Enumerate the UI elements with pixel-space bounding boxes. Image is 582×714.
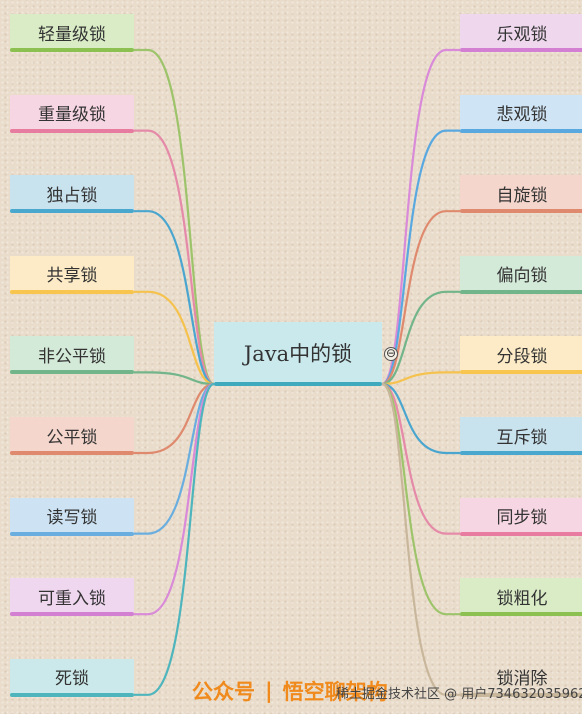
collapse-toggle-icon[interactable]: ⊖ — [384, 346, 398, 361]
branch-node-label: 读写锁 — [46, 508, 98, 529]
branch-node-label: 独占锁 — [46, 185, 98, 206]
credit-text: 稀土掘金技术社区 @ 用户734632035962 — [336, 687, 582, 702]
connector-left-2 — [134, 210, 215, 386]
branch-node-label: 同步锁 — [496, 508, 548, 529]
branch-node-label: 死锁 — [55, 669, 89, 690]
branch-node-label: 乐观锁 — [496, 24, 548, 45]
branch-node-left-4[interactable]: 非公平锁 — [10, 336, 134, 375]
branch-node-underline — [10, 451, 134, 455]
branch-node-right-2[interactable]: 自旋锁 — [460, 175, 582, 214]
watermark-separator: | — [265, 679, 273, 703]
connector-left-3 — [134, 290, 215, 386]
connector-left-8 — [134, 382, 215, 696]
branch-node-underline — [10, 531, 134, 536]
branch-node-label: 分段锁 — [496, 346, 548, 367]
central-topic-label: Java中的锁 — [243, 342, 353, 366]
branch-node-right-3[interactable]: 偏向锁 — [460, 255, 582, 294]
connector-left-6 — [134, 382, 215, 535]
branch-node-label: 锁消除 — [496, 669, 548, 690]
connector-right-3 — [381, 290, 460, 386]
branch-node-left-0[interactable]: 轻量级锁 — [10, 14, 134, 52]
connector-left-4 — [134, 371, 215, 386]
branch-node-underline — [460, 48, 582, 52]
connector-right-5 — [381, 382, 460, 455]
branch-node-underline — [10, 692, 134, 697]
branch-node-underline — [460, 209, 582, 214]
branch-node-left-6[interactable]: 读写锁 — [10, 497, 134, 536]
branch-node-left-5[interactable]: 公平锁 — [10, 417, 134, 455]
branch-node-left-7[interactable]: 可重入锁 — [10, 578, 134, 617]
connector-left-1 — [134, 129, 215, 386]
branch-node-underline — [460, 612, 582, 617]
central-topic-node[interactable]: Java中的锁 — [214, 322, 382, 386]
branch-node-left-3[interactable]: 共享锁 — [10, 255, 134, 294]
watermark-part2: 悟空聊架构 — [282, 680, 388, 704]
connector-right-1 — [381, 129, 460, 386]
connector-left-0 — [134, 48, 215, 386]
branch-node-right-4[interactable]: 分段锁 — [460, 336, 582, 375]
central-topic-underline — [214, 382, 382, 386]
branch-node-label: 互斥锁 — [496, 427, 548, 448]
watermark-part1: 公众号 — [192, 680, 255, 704]
branch-node-underline — [460, 128, 582, 133]
connector-right-8 — [381, 382, 460, 696]
connector-right-2 — [381, 210, 460, 386]
branch-node-underline — [10, 128, 134, 133]
watermark: 公众号 | 悟空聊架构 — [192, 674, 388, 708]
branch-node-left-1[interactable]: 重量级锁 — [10, 94, 134, 133]
branch-node-left-2[interactable]: 独占锁 — [10, 175, 134, 214]
branch-node-label: 可重入锁 — [38, 588, 106, 609]
branch-node-label: 锁粗化 — [496, 588, 548, 609]
branch-node-underline — [10, 612, 134, 617]
branch-node-underline — [10, 289, 134, 294]
branch-node-label: 偏向锁 — [496, 266, 548, 287]
branch-node-left-8[interactable]: 死锁 — [10, 658, 134, 697]
branch-node-right-5[interactable]: 互斥锁 — [460, 417, 582, 455]
branch-node-underline — [10, 370, 134, 375]
branch-node-right-1[interactable]: 悲观锁 — [460, 94, 582, 133]
branch-node-underline — [460, 289, 582, 294]
branch-node-label: 自旋锁 — [496, 185, 548, 206]
connector-right-4 — [381, 371, 460, 386]
branch-node-label: 轻量级锁 — [38, 24, 106, 45]
branch-node-underline — [460, 370, 582, 375]
branch-node-label: 公平锁 — [46, 427, 98, 448]
branch-node-label: 非公平锁 — [38, 346, 106, 367]
branch-node-label: 共享锁 — [46, 266, 98, 287]
branch-node-right-7[interactable]: 锁粗化 — [460, 578, 582, 617]
connector-right-6 — [381, 382, 460, 535]
branch-node-underline — [460, 531, 582, 536]
branch-node-underline — [460, 451, 582, 455]
branch-node-label: 悲观锁 — [496, 105, 548, 126]
branch-node-right-8[interactable]: 锁消除 — [460, 659, 582, 697]
branch-node-label: 重量级锁 — [38, 105, 106, 126]
branch-node-underline — [10, 209, 134, 214]
branch-node-right-6[interactable]: 同步锁 — [460, 497, 582, 536]
branch-node-underline — [460, 692, 582, 697]
branch-node-right-0[interactable]: 乐观锁 — [460, 14, 582, 52]
connector-right-0 — [381, 48, 460, 386]
connector-left-5 — [134, 382, 215, 455]
branch-node-underline — [10, 48, 134, 52]
